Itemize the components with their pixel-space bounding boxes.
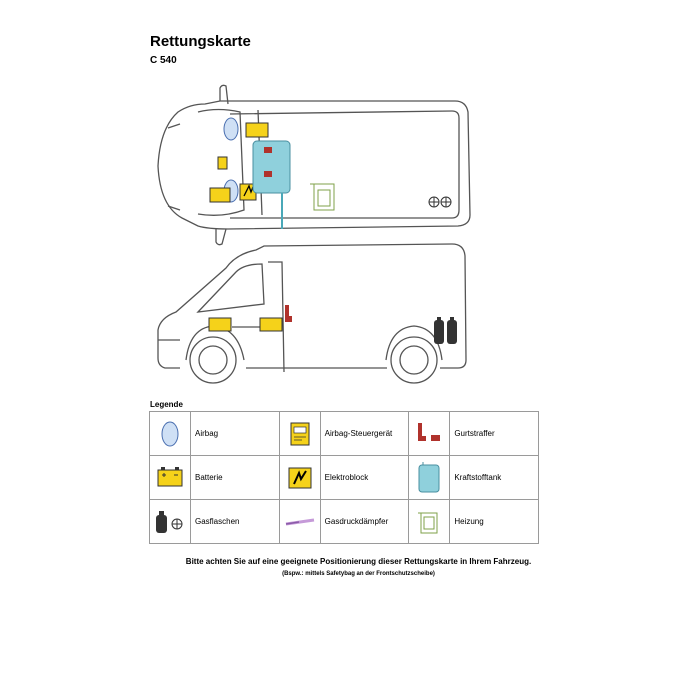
placement-note: Bitte achten Sie auf eine geeignete Posi… bbox=[185, 557, 532, 566]
legend-table: Airbag Airbag-Steuergerät Gurtstraffer bbox=[149, 411, 539, 544]
legend-label: Airbag bbox=[190, 411, 280, 456]
heater-icon bbox=[418, 512, 438, 533]
electro-block-icon bbox=[288, 467, 312, 488]
legend-label: Kraftstofftank bbox=[449, 455, 539, 500]
belt-tensioner-icon bbox=[264, 147, 272, 153]
legend-label: Gurtstraffer bbox=[449, 411, 539, 456]
airbag-icon bbox=[161, 421, 179, 446]
legend-label: Elektroblock bbox=[319, 455, 410, 500]
legend-title: Legende bbox=[150, 400, 183, 409]
legend-label: Gasflaschen bbox=[190, 499, 280, 544]
legend-row: Gasflaschen Gasdruckdämpfer Heizung bbox=[149, 499, 539, 544]
heater-icon bbox=[310, 183, 335, 211]
legend-label: Airbag-Steuergerät bbox=[319, 411, 410, 456]
battery-icon bbox=[157, 466, 183, 486]
belt-tensioner-icon bbox=[285, 305, 292, 322]
top-view-van bbox=[157, 84, 471, 246]
legend-label: Gasdruckdämpfer bbox=[319, 499, 410, 544]
gas-bottles-icon bbox=[156, 510, 183, 533]
airbag-control-unit-icon bbox=[217, 156, 228, 170]
belt-tensioner-icon bbox=[418, 422, 441, 441]
side-view-van bbox=[157, 243, 467, 384]
battery-icon bbox=[209, 187, 231, 203]
airbag-control-unit-icon bbox=[290, 422, 310, 445]
gas-spring-icon bbox=[285, 518, 314, 525]
gas-bottles-icon bbox=[428, 196, 452, 208]
airbag-icon bbox=[223, 117, 239, 141]
fuel-tank-icon bbox=[418, 461, 440, 492]
vehicle-model: C 540 bbox=[150, 55, 177, 66]
placement-note-example: (Bspw.: mittels Safetybag an der Frontsc… bbox=[282, 571, 435, 577]
legend-label: Heizung bbox=[449, 499, 539, 544]
battery-icon bbox=[259, 317, 283, 332]
battery-icon bbox=[208, 317, 232, 332]
battery-icon bbox=[245, 122, 269, 138]
gas-bottles-icon bbox=[434, 317, 457, 344]
vehicle-diagram bbox=[157, 84, 471, 384]
belt-tensioner-icon bbox=[264, 171, 272, 177]
legend-label: Batterie bbox=[190, 455, 280, 500]
legend-row: Airbag Airbag-Steuergerät Gurtstraffer bbox=[149, 411, 539, 456]
page-title: Rettungskarte bbox=[150, 33, 251, 50]
legend-row: Batterie Elektroblock Kraftstofftank bbox=[149, 455, 539, 500]
fuel-tank-icon bbox=[252, 140, 291, 194]
